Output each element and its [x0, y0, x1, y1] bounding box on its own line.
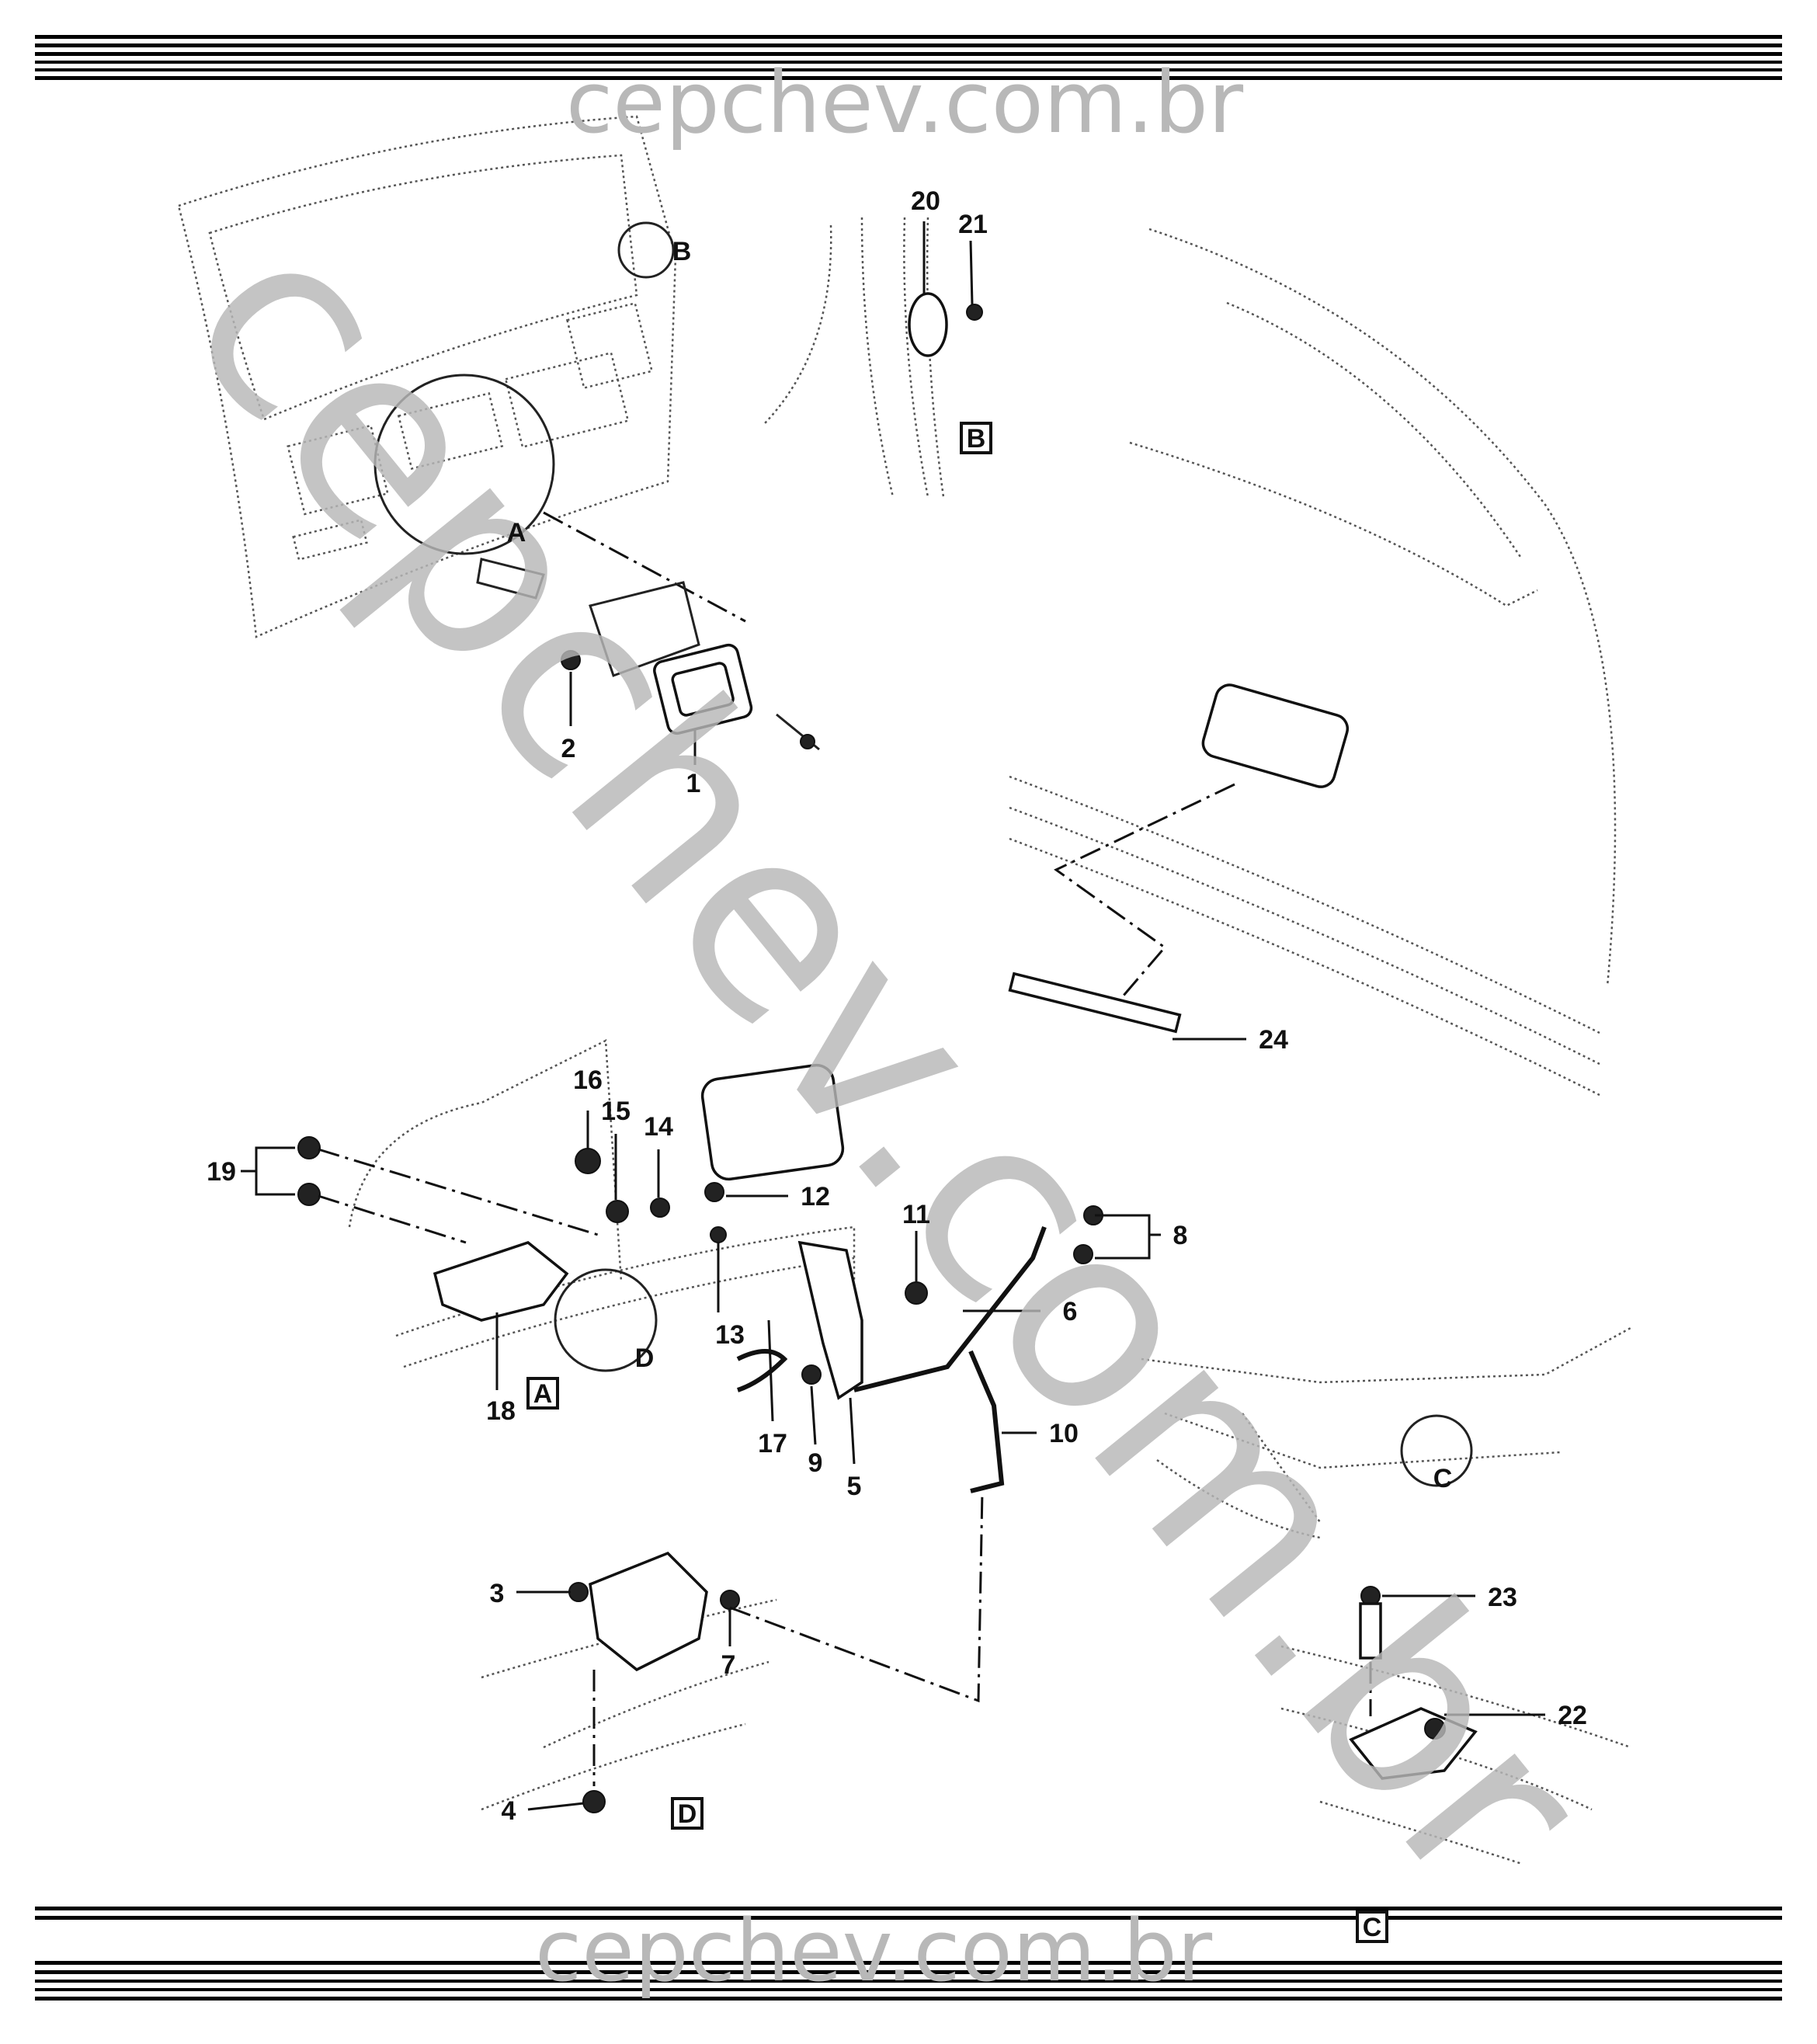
watermark-diagonal: cepchev.com.br	[131, 176, 1644, 1945]
watermark-bottom: cepchev.com.br	[535, 1901, 1213, 2001]
part-label-21: 21	[958, 210, 988, 239]
detail-box-d	[671, 1797, 704, 1830]
callout-label-b: B	[672, 237, 692, 266]
part-label-8: 8	[1173, 1221, 1188, 1250]
part-label-1: 1	[686, 769, 701, 798]
part-label-16: 16	[573, 1065, 603, 1095]
callout-label-a: A	[507, 518, 526, 548]
screw-21	[966, 304, 983, 321]
license-plate-lamp	[1201, 683, 1350, 788]
bolt-11	[905, 1281, 928, 1305]
part-label-17: 17	[758, 1429, 787, 1458]
rod-10	[968, 1350, 1005, 1493]
screw-2	[561, 650, 581, 670]
part-label-10: 10	[1049, 1419, 1079, 1448]
callout-circle-a	[373, 374, 555, 555]
bolt-19b	[297, 1183, 321, 1206]
washer-15	[606, 1200, 629, 1223]
part-label-14: 14	[644, 1112, 673, 1142]
part-label-22: 22	[1558, 1701, 1587, 1730]
part-label-23: 23	[1488, 1583, 1517, 1612]
part-label-18: 18	[486, 1396, 516, 1426]
part-label-20: 20	[911, 186, 940, 216]
screw-3	[568, 1582, 589, 1602]
part-label-15: 15	[601, 1097, 631, 1126]
detail-a-illustration	[241, 1039, 1161, 1493]
part-label-24: 24	[1259, 1025, 1288, 1055]
part-label-11: 11	[902, 1200, 930, 1229]
part-label-7: 7	[721, 1650, 736, 1680]
callout-label-d: D	[635, 1344, 655, 1373]
callout-circle-b	[617, 221, 675, 279]
detail-box-label-a: A	[533, 1379, 553, 1409]
latch-18	[433, 1241, 569, 1322]
nut-16	[575, 1148, 601, 1174]
part-label-4: 4	[502, 1796, 516, 1826]
detail-d-illustration	[481, 1490, 984, 1830]
header-rules	[35, 35, 1782, 80]
part-label-9: 9	[808, 1448, 823, 1478]
part-label-13: 13	[715, 1320, 745, 1350]
detail-c-illustration	[1141, 1326, 1631, 1943]
access-cover	[700, 1063, 845, 1181]
striker-body	[589, 1551, 708, 1672]
spring-17	[736, 1349, 788, 1392]
watermark-top: cepchev.com.br	[566, 53, 1244, 152]
footer-rules	[35, 1907, 1782, 2001]
molding-24	[1008, 972, 1182, 1034]
detail-box-c	[1356, 1910, 1388, 1943]
rod-6	[853, 1225, 1047, 1392]
detail-box-label-c: C	[1363, 1913, 1382, 1942]
detail-box-a	[526, 1377, 559, 1410]
part-label-19: 19	[207, 1157, 236, 1187]
bolt-19a	[297, 1136, 321, 1159]
callout-circle-c	[1400, 1414, 1473, 1487]
bolt-4	[582, 1790, 606, 1813]
detail-box-label-d: D	[678, 1799, 697, 1829]
spring-14	[650, 1198, 670, 1218]
callout-label-c: C	[1433, 1464, 1453, 1493]
lever-5	[797, 1240, 863, 1400]
detail-b-illustration	[764, 217, 992, 498]
clip-7	[720, 1590, 740, 1610]
pin-13	[710, 1226, 727, 1243]
part-label-3: 3	[490, 1579, 505, 1608]
detail-box-label-b: B	[967, 424, 986, 454]
clip-12	[704, 1182, 724, 1202]
part-label-5: 5	[847, 1472, 862, 1501]
detail-box-b	[960, 422, 992, 454]
part-label-12: 12	[801, 1182, 830, 1211]
part-label-2: 2	[561, 734, 576, 763]
callout-circle-d	[554, 1268, 658, 1372]
bolt-23-shank	[1359, 1602, 1382, 1660]
part-number-labels: 2 1 20 21 24 16 15 14 12 11 8 19 6 13 18…	[207, 186, 1587, 1826]
clip-8b	[1073, 1244, 1093, 1264]
nut-9	[801, 1364, 822, 1385]
vehicle-side-illustration	[1008, 228, 1617, 1097]
bumper-20	[908, 292, 948, 357]
part-label-6: 6	[1063, 1297, 1078, 1326]
